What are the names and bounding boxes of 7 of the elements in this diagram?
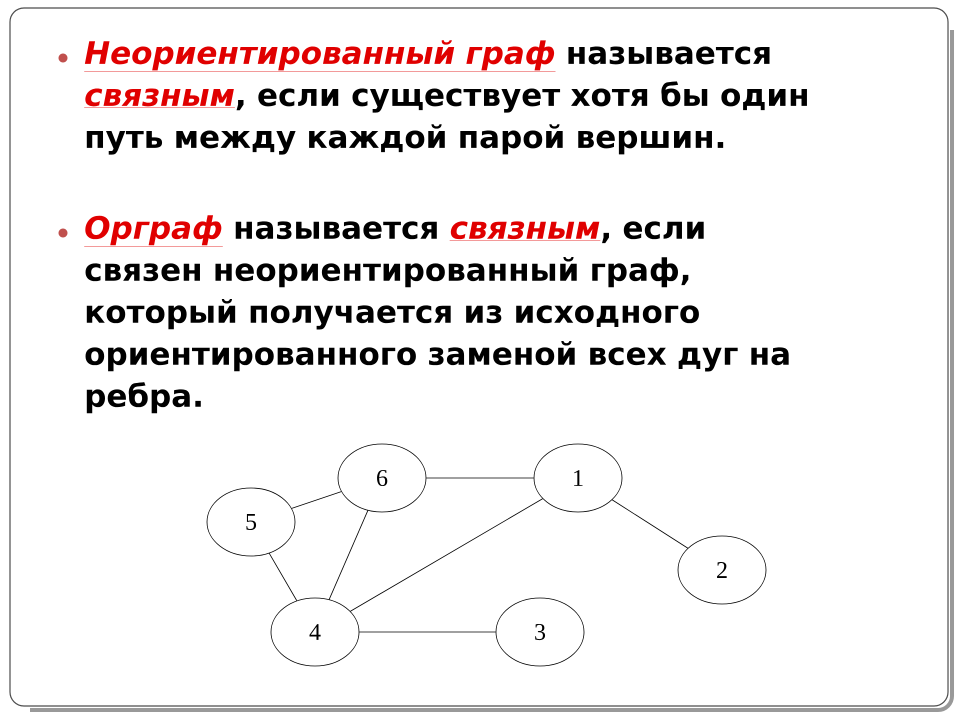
edge-line xyxy=(291,491,342,509)
edge-line xyxy=(328,510,368,600)
bullet-text: Неориентированный граф называется связным, если существует хотя бы один путь между каждой парой вершин. xyxy=(84,40,807,155)
bullet-text: Орграф называется связным, если связен неориентированный граф, который получается из исходного ориентированного заменой всех дуг на ребра. xyxy=(84,215,789,414)
edge-line xyxy=(612,499,688,549)
edge-line xyxy=(350,498,543,612)
edge-line xyxy=(268,552,298,602)
